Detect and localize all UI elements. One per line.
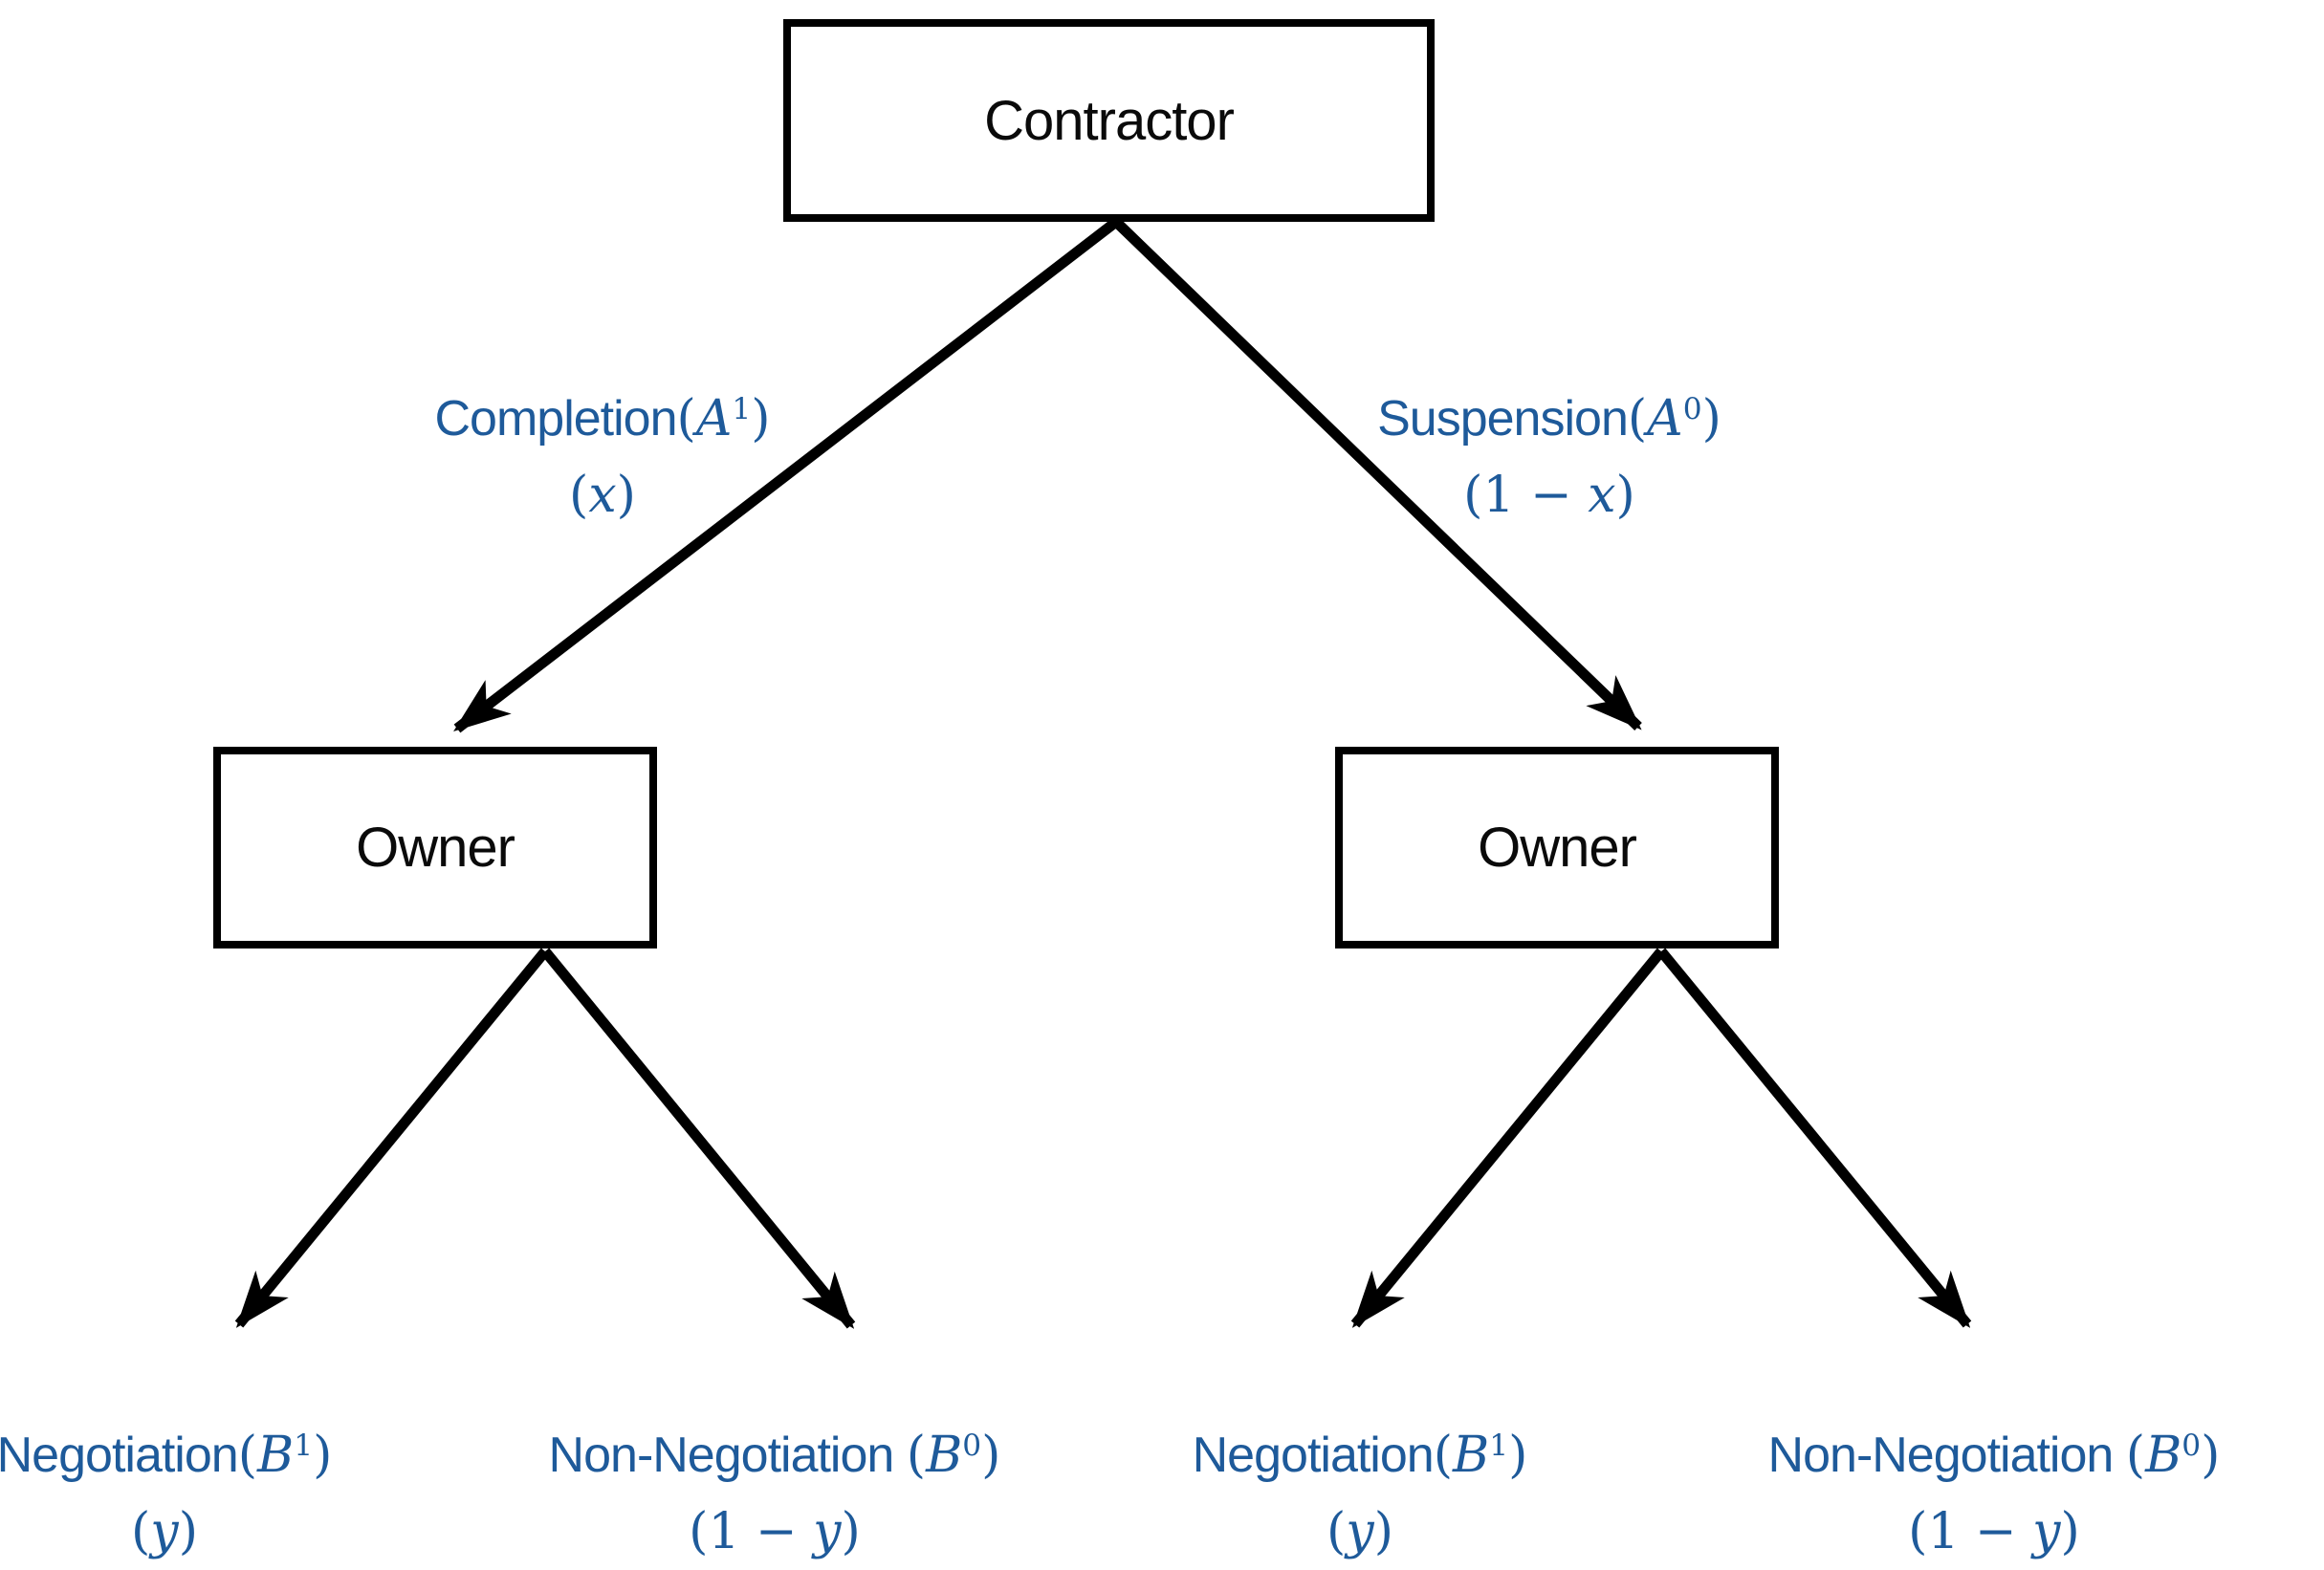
outcome-label-negotiation-right: Negotiation(B1) (y) (1121, 1407, 1599, 1570)
branch-label-suspension-prob: (1 − x) (1463, 467, 1635, 525)
outcome-label-non-negotiation-left: Non-Negotiation (B0) (1 − y) (536, 1407, 1014, 1570)
outcome-negotiation-right-name: Negotiation(B1) (1192, 1427, 1528, 1485)
node-owner-right: Owner (1335, 747, 1779, 949)
branch-label-suspension: Suspension(A0) (1 − x) (1310, 371, 1788, 534)
outcome-negotiation-left-name: Negotiation(B1) (0, 1427, 333, 1485)
branch-label-completion-prob: (x) (569, 467, 636, 525)
arrow-negotiation-left (234, 948, 550, 1328)
node-owner-left-label: Owner (356, 817, 515, 879)
outcome-non-negotiation-right-name: Non-Negotiation (B0) (1767, 1427, 2221, 1485)
branch-label-completion: Completion(A1) (x) (363, 371, 842, 534)
arrow-non-negotiation-right (1656, 948, 1972, 1328)
arrow-non-negotiation-left (540, 948, 856, 1329)
outcome-label-negotiation-left: Negotiation(B1) (y) (0, 1407, 404, 1570)
node-owner-left: Owner (213, 747, 657, 949)
arrow-negotiation-right (1350, 948, 1666, 1328)
node-contractor-label: Contractor (984, 89, 1235, 152)
arrow-completion (453, 217, 1120, 733)
outcome-non-negotiation-left-prob: (1 − y) (689, 1503, 861, 1561)
outcome-label-non-negotiation-right: Non-Negotiation (B0) (1 − y) (1755, 1407, 2233, 1570)
branch-label-completion-name: Completion(A1) (434, 390, 771, 448)
node-contractor: Contractor (783, 19, 1435, 222)
branch-label-suspension-name: Suspension(A0) (1377, 390, 1721, 448)
outcome-non-negotiation-right-prob: (1 − y) (1908, 1503, 2080, 1561)
outcome-negotiation-left-prob: (y) (131, 1503, 198, 1561)
outcome-non-negotiation-left-name: Non-Negotiation (B0) (548, 1427, 1001, 1485)
outcome-negotiation-right-prob: (y) (1326, 1503, 1393, 1561)
arrow-suspension (1112, 218, 1642, 730)
node-owner-right-label: Owner (1478, 817, 1637, 879)
